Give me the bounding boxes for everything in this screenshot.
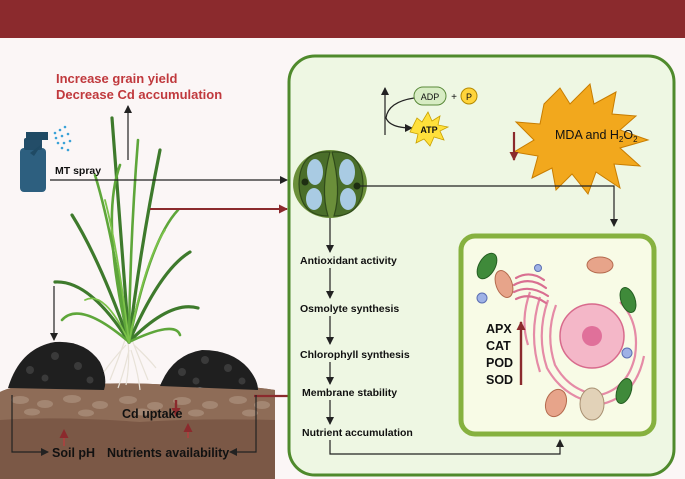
process-osmolyte: Osmolyte synthesis [300, 303, 399, 315]
mt-spray-label: MT spray [55, 165, 101, 177]
plus-sign: + [451, 92, 457, 103]
biochar-pile-left [8, 342, 105, 390]
enzyme-cat: CAT [486, 339, 511, 353]
process-membrane: Membrane stability [302, 387, 397, 399]
rice-plant [55, 118, 198, 342]
phosphate-label: P [466, 92, 472, 102]
spray-bottle-icon [20, 126, 71, 192]
enzyme-pod: POD [486, 356, 513, 370]
process-chlorophyll: Chlorophyll synthesis [300, 349, 410, 361]
enzyme-sod: SOD [486, 373, 513, 387]
soil-ph-label: Soil pH [52, 446, 95, 460]
stomata-icon [293, 150, 367, 218]
adp-label: ADP [421, 92, 440, 102]
process-antioxidant: Antioxidant activity [300, 255, 397, 267]
effect-yield-label: Increase grain yield [56, 71, 177, 86]
process-nutrient: Nutrient accumulation [302, 427, 413, 439]
soil-block [0, 383, 275, 479]
cd-uptake-label: Cd uptake [122, 407, 182, 421]
biochar-pile-right [160, 350, 258, 390]
mda-h2o2-label: MDA and H2O2 [555, 128, 638, 144]
effect-cd-label: Decrease Cd accumulation [56, 87, 222, 102]
plant-roots [104, 340, 156, 390]
enzyme-apx: APX [486, 322, 512, 336]
nutrients-label: Nutrients availability [107, 446, 229, 460]
atp-label: ATP [420, 125, 437, 135]
